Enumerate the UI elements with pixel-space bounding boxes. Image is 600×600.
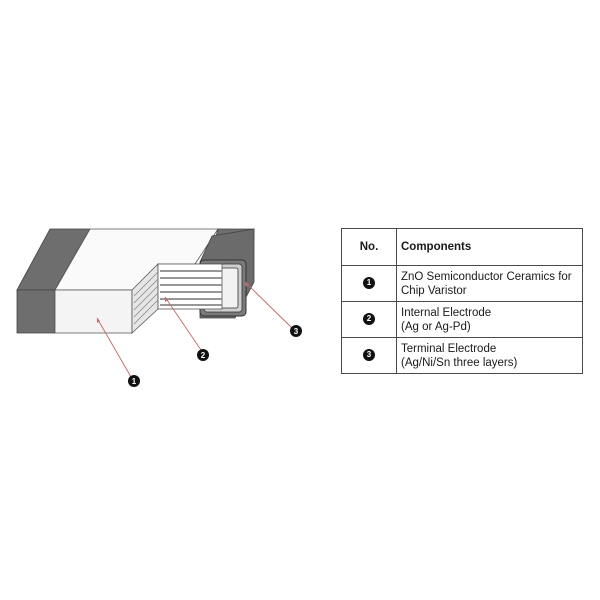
callout-label-1: 1 xyxy=(132,377,137,386)
component-cell: ZnO Semiconductor Ceramics for Chip Vari… xyxy=(396,265,583,302)
leader-line-3 xyxy=(244,281,293,329)
component-cell: Terminal Electrode (Ag/Ni/Sn three layer… xyxy=(396,337,583,374)
row-number-cell: 1 xyxy=(341,265,397,302)
component-name: ZnO Semiconductor Ceramics for xyxy=(401,270,572,283)
component-name: Terminal Electrode xyxy=(401,342,497,355)
callout-marker-3: 3 xyxy=(290,325,302,337)
callout-marker-2: 2 xyxy=(197,349,209,361)
table-row: 3 Terminal Electrode (Ag/Ni/Sn three lay… xyxy=(341,337,583,374)
internal-electrodes xyxy=(133,263,223,325)
leader-line-2 xyxy=(164,296,202,351)
header-no: No. xyxy=(341,228,397,266)
component-detail: Chip Varistor xyxy=(401,284,467,297)
number-badge-3: 3 xyxy=(363,349,375,362)
leader-arrow-1 xyxy=(97,318,100,323)
table-row: 2 Internal Electrode (Ag or Ag-Pd) xyxy=(341,301,583,338)
leader-arrow-2 xyxy=(165,297,168,302)
electrode-edge-5 xyxy=(133,299,159,325)
components-table: No. Components 1 ZnO Semiconductor Ceram… xyxy=(341,228,583,374)
callout-marker-1: 1 xyxy=(128,375,140,387)
leader-lines xyxy=(96,281,293,378)
number-badge-1: 1 xyxy=(363,277,375,290)
component-detail: (Ag or Ag-Pd) xyxy=(401,320,471,333)
electrode-edge-1 xyxy=(133,271,159,297)
row-number-cell: 3 xyxy=(341,337,397,374)
left-terminal-electrode xyxy=(16,228,91,334)
electrode-edge-2 xyxy=(133,278,159,304)
electrode-edge-4 xyxy=(133,292,159,318)
left-terminal-front xyxy=(16,289,56,334)
table-header-row: No. Components xyxy=(341,228,583,266)
ceramic-front-face xyxy=(54,289,133,334)
callout-label-3: 3 xyxy=(294,327,299,336)
row-number-cell: 2 xyxy=(341,301,397,338)
component-detail: (Ag/Ni/Sn three layers) xyxy=(401,356,518,369)
electrode-edge-3 xyxy=(133,285,159,311)
component-name: Internal Electrode xyxy=(401,306,492,319)
leader-line-1 xyxy=(96,317,132,378)
leader-arrow-3 xyxy=(245,282,249,287)
header-components: Components xyxy=(396,228,583,266)
component-cell: Internal Electrode (Ag or Ag-Pd) xyxy=(396,301,583,338)
callout-label-2: 2 xyxy=(201,351,206,360)
table-row: 1 ZnO Semiconductor Ceramics for Chip Va… xyxy=(341,265,583,302)
number-badge-2: 2 xyxy=(363,313,375,326)
